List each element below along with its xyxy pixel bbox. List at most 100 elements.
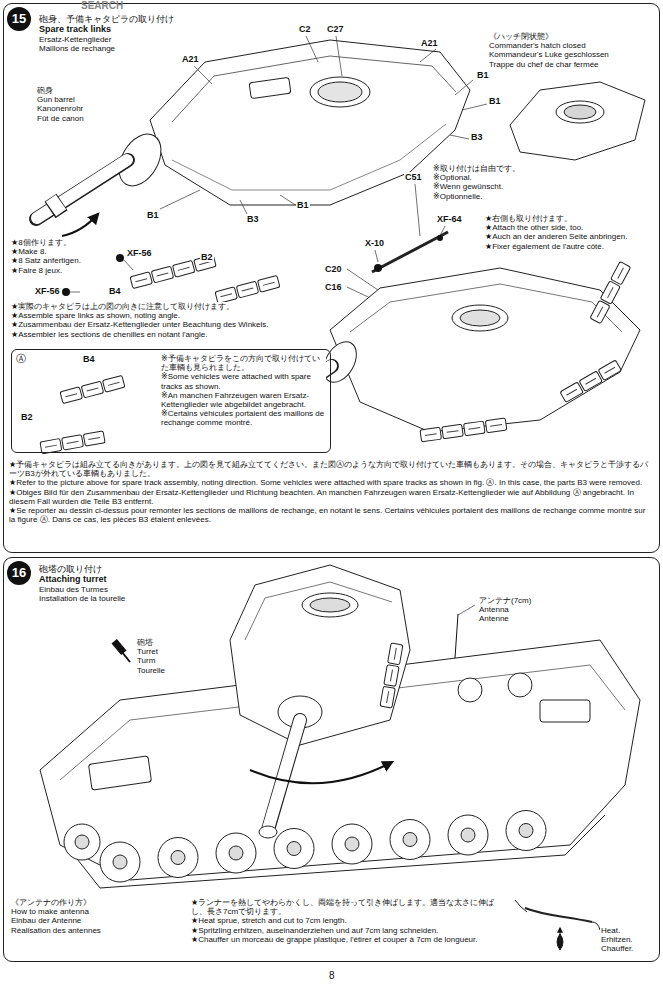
spare-track [67, 441, 79, 443]
label-group: アンテナ(7cm)AntennaAntenne [478, 596, 598, 624]
instruction-text: ★Zusammenbau der Ersatz-Kettenglieder un… [10, 320, 270, 329]
instruction-text: ★Assemble spare links as shown, noting a… [10, 311, 181, 320]
instruction-text: ★実際のキャタピラは上の図の向きに注意して取り付けます。 [10, 302, 235, 311]
text-group: 砲塔の取り付けAttaching turretEinbau des Turmes… [38, 564, 338, 603]
spare-track [40, 439, 62, 454]
leader-line [455, 80, 473, 95]
spare-track [108, 382, 120, 385]
turret-drawing [172, 124, 446, 190]
screwdriver-icon [112, 640, 130, 662]
tank-drawing [70, 815, 605, 888]
spare-track [590, 261, 631, 323]
label-group: B1 [476, 70, 490, 80]
tank-drawing [75, 835, 89, 849]
spare-track [60, 375, 125, 403]
label-group: ★予備キャタピラは組み立てる向きがあります。上の図を見て組み立ててください。また… [8, 460, 653, 524]
note-text: ※Certains véhicules portaient des maillo… [160, 409, 326, 427]
watermark: SEARCH [80, 0, 124, 12]
part-label: XF-56 [34, 286, 61, 296]
spare-track [579, 371, 602, 391]
instruction-text: Commander's hatch closed [488, 41, 587, 50]
spare-track [611, 261, 631, 284]
road-wheels [332, 824, 372, 864]
spare-track [173, 260, 195, 277]
spare-track [81, 381, 103, 398]
turret-drawing [310, 598, 350, 612]
gun-barrel [250, 720, 392, 838]
road-wheels [100, 811, 546, 883]
spare-track [388, 643, 403, 665]
note-text: ※An manchen Fahrzeugen waren Ersatz-Kett… [160, 391, 326, 409]
instruction-text: ★Auch an der anderen Seite anbringen. [484, 232, 628, 241]
paint-mark [62, 288, 70, 296]
step-number: 15 [7, 7, 31, 31]
instruction-text: Turret [136, 647, 159, 656]
leader-line [415, 184, 420, 236]
figure-letter: Ⓐ [15, 353, 27, 365]
label-group: SEARCH [80, 0, 124, 12]
text-group: B4 [82, 354, 96, 364]
label-group: B3 [246, 214, 260, 224]
sprue-drawing [525, 908, 592, 922]
instruction-text: ★ランナーを熱してやわらかくし、両端を持って引き伸ばします。適当な太さに伸ばし、… [190, 898, 510, 916]
spare-track [40, 431, 105, 454]
instruction-text: Réalisation des antennes [10, 926, 102, 935]
part-label: A21 [420, 38, 439, 48]
spare-track [425, 434, 437, 436]
label-group: B3 [470, 132, 484, 142]
instruction-text: ★Obiges Bild für den Zusammenbau der Ers… [8, 488, 653, 506]
leader-line [194, 66, 212, 84]
step-title: Spare track links [38, 24, 112, 34]
leader-line [160, 190, 200, 209]
instruction-text: ★右側も取り付けます。 [484, 214, 573, 223]
sprue-drawing [592, 922, 600, 930]
instruction-text: ★8個作ります。 [10, 238, 72, 247]
label-group: XF-56 [34, 286, 61, 296]
label-group: ★8個作ります。★Make 8.★8 Satz anfertigen.★Fair… [10, 238, 120, 275]
part-label: B1 [146, 210, 160, 220]
instruction-text: ★Fixer également de l'autre côté. [484, 242, 605, 251]
gun-barrel [259, 826, 277, 838]
spare-track [464, 421, 485, 436]
instruction-text: Tourelle [136, 666, 166, 675]
machine-gun [374, 264, 382, 272]
leader-line [336, 36, 342, 76]
spare-track [442, 424, 463, 439]
text-group: B2 [20, 412, 34, 422]
turret-drawing [350, 284, 622, 332]
spare-track [390, 670, 392, 682]
road-wheels [113, 855, 127, 869]
label-group: C20 [324, 264, 343, 274]
tank-drawing [458, 678, 482, 702]
turret-drawing [110, 40, 470, 205]
hatch-closed-drawing [510, 82, 645, 160]
spare-track [45, 445, 57, 447]
gun-barrel [268, 720, 300, 830]
instruction-text: 砲塔 [136, 638, 154, 647]
leader-line [420, 49, 436, 62]
instruction-text: ★予備キャタピラは組み立てる向きがあります。上の図を見て組み立ててください。また… [8, 460, 653, 478]
label-group: B1 [488, 96, 502, 106]
spare-track [151, 266, 173, 283]
road-wheels [274, 829, 314, 869]
hatch-closed-drawing [564, 105, 596, 119]
spare-track [88, 437, 100, 439]
spare-track [490, 425, 502, 427]
label-group: C2 [298, 24, 312, 34]
leader-line [462, 104, 487, 110]
spare-track [103, 375, 125, 392]
spare-track [560, 360, 621, 402]
instruction-text: Kommandeur's Luke geschlossen [488, 50, 610, 59]
turret-drawing [150, 40, 470, 205]
part-label: B3 [246, 214, 260, 224]
part-label: B2 [200, 252, 214, 262]
label-group: ★実際のキャタピラは上の図の向きに注意して取り付けます。★Assemble sp… [10, 302, 340, 339]
spare-track [215, 275, 280, 303]
road-wheels [519, 824, 533, 838]
instruction-text: How to make antenna [10, 907, 90, 916]
turret-drawing [460, 310, 500, 326]
part-label: B4 [82, 354, 96, 364]
part-label: B1 [476, 70, 490, 80]
spare-track [420, 418, 507, 442]
step-title: Attaching turret [38, 574, 108, 584]
